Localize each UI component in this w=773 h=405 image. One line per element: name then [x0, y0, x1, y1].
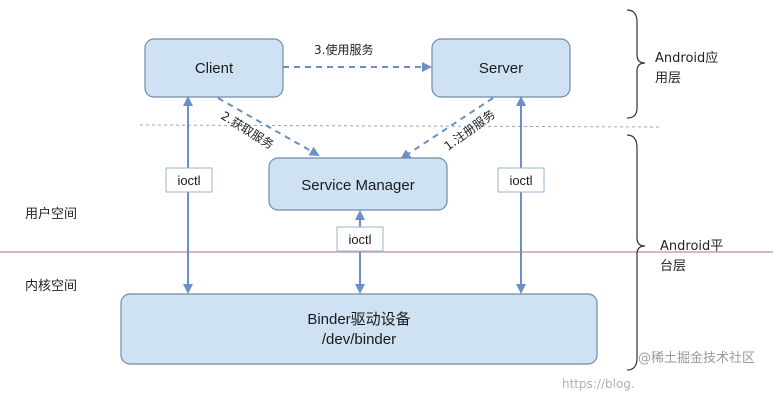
- watermark-brand: @稀土掘金技术社区: [638, 350, 755, 366]
- ioctl-service-manager-label: ioctl: [348, 232, 371, 247]
- get-service-arrow: [217, 97, 320, 156]
- service-manager-node-label: Service Manager: [301, 177, 414, 194]
- android-app-layer-label-line1: Android应: [655, 50, 718, 66]
- android-platform-layer-brace: [626, 134, 646, 371]
- service-manager-node: Service Manager: [268, 157, 448, 211]
- binder-driver-node: Binder驱动设备 /dev/binder: [120, 293, 598, 365]
- watermark-url: https://blog.: [562, 377, 635, 391]
- binder-driver-label-line2: /dev/binder: [322, 331, 396, 348]
- ioctl-server-box: ioctl: [497, 167, 545, 193]
- server-node: Server: [431, 38, 571, 98]
- android-app-layer-label-line2: 用层: [655, 71, 681, 86]
- ioctl-server-label: ioctl: [509, 173, 532, 188]
- binder-driver-label-line1: Binder驱动设备: [307, 311, 410, 328]
- ioctl-service-manager-box: ioctl: [336, 226, 384, 252]
- client-node: Client: [144, 38, 284, 98]
- user-space-label: 用户空间: [25, 206, 77, 222]
- client-node-label: Client: [195, 60, 234, 77]
- android-app-layer-brace: [626, 9, 646, 119]
- register-service-arrow: [400, 97, 494, 160]
- kernel-space-label: 内核空间: [25, 278, 77, 294]
- android-platform-layer-label-line2: 台层: [660, 259, 686, 274]
- use-service-label: 3.使用服务: [314, 42, 373, 57]
- ioctl-client-label: ioctl: [177, 173, 200, 188]
- register-service-label: 1.注册服务: [441, 106, 498, 153]
- app-layer-divider: [139, 124, 661, 128]
- server-node-label: Server: [479, 60, 523, 77]
- ioctl-client-box: ioctl: [165, 167, 213, 193]
- android-platform-layer-label-line1: Android平: [660, 239, 723, 254]
